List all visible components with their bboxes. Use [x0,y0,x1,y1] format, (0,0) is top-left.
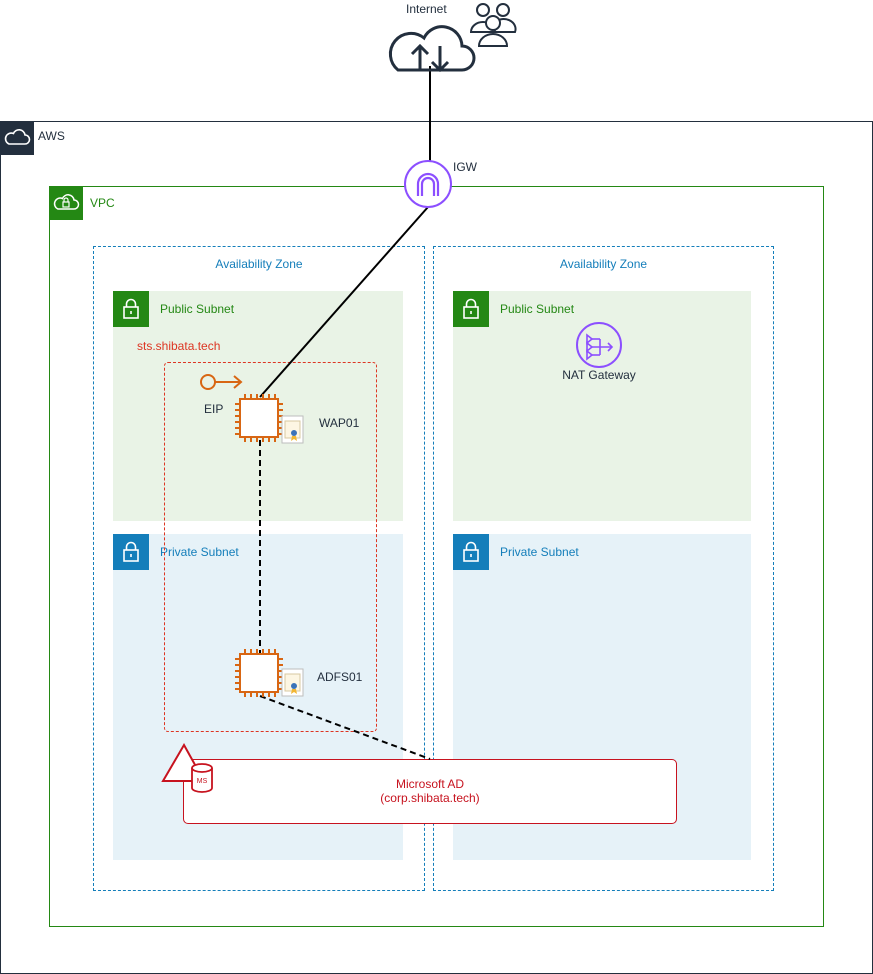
lock-icon [453,291,489,327]
microsoft-ad-name: Microsoft AD [395,777,464,791]
public-subnet-az2-label: Public Subnet [500,302,575,316]
internet-label: Internet [406,2,447,16]
lock-icon [113,534,149,570]
elastic-ip-icon [200,374,243,390]
private-subnet-az1-label: Private Subnet [160,545,239,559]
internet-gateway-icon [404,160,452,208]
vpc-cloud-lock-icon [49,186,83,220]
lock-icon [453,534,489,570]
availability-zone-2 [433,246,774,891]
aws-label: AWS [38,129,65,143]
lock-icon [113,291,149,327]
private-subnet-az2-label: Private Subnet [500,545,579,559]
certificate-icon [281,668,304,697]
users-icon [469,3,517,47]
internet-cloud-icon [388,25,476,73]
microsoft-ad-domain: (corp.shibata.tech) [380,791,480,805]
public-subnet-az2 [453,291,751,521]
vpc-label: VPC [90,196,115,210]
igw-label: IGW [453,160,477,174]
sts-group-box [164,362,377,732]
availability-zone-1 [93,246,425,891]
sts-group-label: sts.shibata.tech [137,339,221,353]
svg-text:MS: MS [197,778,208,785]
ec2-instance-icon [235,394,283,442]
certificate-icon [281,415,304,444]
eip-label: EIP [204,402,224,416]
nat-gateway-icon [575,321,623,369]
adfs01-label: ADFS01 [317,670,363,684]
nat-gateway-label: NAT Gateway [562,368,636,382]
ms-database-icon: MS [191,763,213,793]
ec2-instance-icon [235,649,283,697]
igw-wap-link [259,206,429,398]
adfs-ad-link [259,695,431,760]
wap01-label: WAP01 [319,416,360,430]
microsoft-ad-box [183,759,677,824]
public-subnet-az1-label: Public Subnet [160,302,235,316]
aws-cloud-icon [0,121,34,155]
availability-zone-2-label: Availability Zone [559,257,648,271]
availability-zone-1-label: Availability Zone [215,257,303,271]
